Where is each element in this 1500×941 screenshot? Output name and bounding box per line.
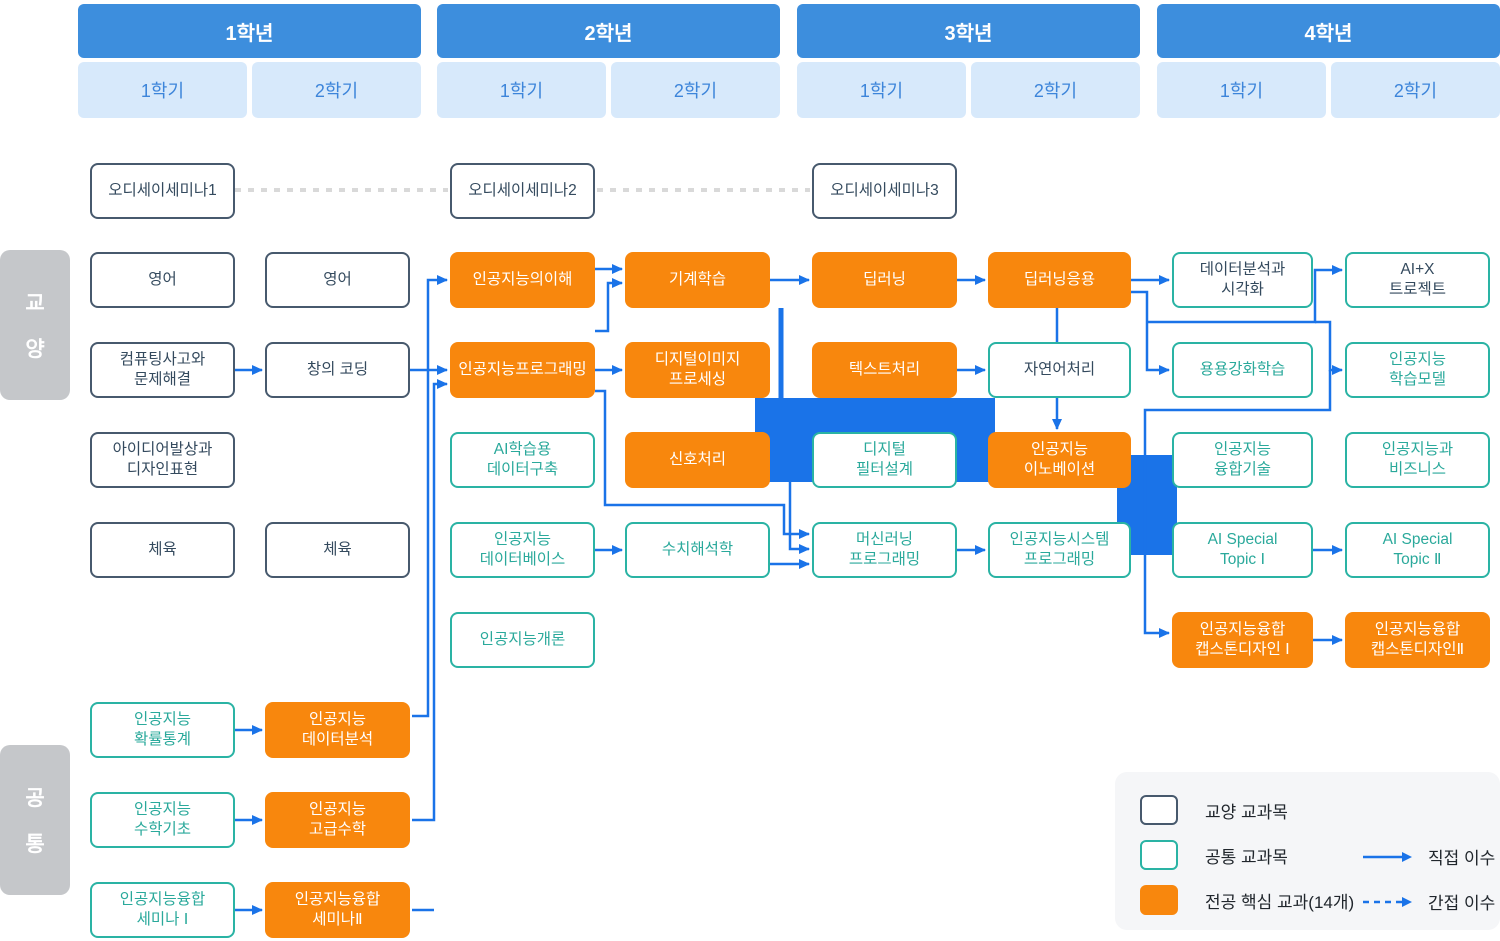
legend-label: 공통 교과목 (1205, 847, 1288, 867)
legend-panel: 교양 교과목 공통 교과목 전공 핵심 교과(14개) 직접 이수 간접 이수 (1115, 772, 1500, 930)
legend-label: 교양 교과목 (1205, 802, 1288, 822)
course-box: 영어 (90, 252, 235, 308)
legend-label: 전공 핵심 교과(14개) (1205, 892, 1355, 912)
prerequisite-lines (235, 188, 1343, 915)
course-box: 체육 (265, 522, 410, 578)
course-box: 딥러닝응용 (988, 252, 1131, 308)
course-box: 인공지능의이해 (450, 252, 595, 308)
course-box: 인공지능 융합기술 (1172, 432, 1313, 488)
course-box: 인공지능융합 캡스톤디자인Ⅱ (1345, 612, 1490, 668)
course-box: 인공지능 데이터분석 (265, 702, 410, 758)
year-header: 4학년 (1157, 4, 1500, 58)
legend-item-common: 공통 교과목 (1140, 840, 1288, 870)
course-box: 디지털이미지 프로세싱 (625, 342, 770, 398)
course-box: 아이디어발상과 디자인표현 (90, 432, 235, 488)
course-box: 수치해석학 (625, 522, 770, 578)
course-box: 용용강화학습 (1172, 342, 1313, 398)
course-box: 인공지능융합 세미나 Ⅰ (90, 882, 235, 938)
semester-header: 1학기 (437, 62, 606, 118)
common-course-swatch (1140, 840, 1178, 870)
course-box: 데이터분석과 시각화 (1172, 252, 1313, 308)
year-header: 1학년 (78, 4, 421, 58)
course-box: 자연어처리 (988, 342, 1131, 398)
core-course-swatch (1140, 885, 1178, 915)
legend-direct-flow: 직접 이수 (1362, 844, 1495, 869)
course-box: 인공지능 이노베이션 (988, 432, 1131, 488)
course-box: 인공지능 고급수학 (265, 792, 410, 848)
course-box: 인공지능개론 (450, 612, 595, 668)
course-box: 인공지능융합 세미나Ⅱ (265, 882, 410, 938)
course-box: 인공지능 학습모델 (1345, 342, 1490, 398)
legend-indirect-flow: 간접 이수 (1362, 889, 1495, 914)
course-box: 디지털 필터설계 (812, 432, 957, 488)
legend-item-liberal: 교양 교과목 (1140, 795, 1288, 825)
course-box: 인공지능 데이터베이스 (450, 522, 595, 578)
year-header: 2학년 (437, 4, 780, 58)
course-box: 인공지능시스템 프로그래밍 (988, 522, 1131, 578)
course-box: 인공지능융합 캡스톤디자인 Ⅰ (1172, 612, 1313, 668)
course-box: 체육 (90, 522, 235, 578)
course-box: 신호처리 (625, 432, 770, 488)
course-box: 기계학습 (625, 252, 770, 308)
legend-item-core: 전공 핵심 교과(14개) (1140, 885, 1354, 915)
course-box: AI+X 트로젝트 (1345, 252, 1490, 308)
course-box: 영어 (265, 252, 410, 308)
course-box: 창의 코딩 (265, 342, 410, 398)
dashed-arrow-icon (1363, 896, 1412, 907)
solid-arrow-icon (1363, 851, 1412, 862)
course-box: 머신러닝 프로그래밍 (812, 522, 957, 578)
liberal-course-swatch (1140, 795, 1178, 825)
course-box: 컴퓨팅사고와 문제해결 (90, 342, 235, 398)
course-box: 오디세이세미나1 (90, 163, 235, 219)
course-box: AI학습용 데이터구축 (450, 432, 595, 488)
course-box: 오디세이세미나2 (450, 163, 595, 219)
course-box: 오디세이세미나3 (812, 163, 957, 219)
course-box: 딥러닝 (812, 252, 957, 308)
course-box: 텍스트처리 (812, 342, 957, 398)
course-box: 인공지능프로그래밍 (450, 342, 595, 398)
semester-header: 2학기 (252, 62, 421, 118)
course-box: 인공지능과 비즈니스 (1345, 432, 1490, 488)
semester-header: 1학기 (78, 62, 247, 118)
legend-label: 간접 이수 (1428, 894, 1496, 913)
semester-header: 2학기 (1331, 62, 1500, 118)
semester-header: 2학기 (611, 62, 780, 118)
course-box: 인공지능 수학기초 (90, 792, 235, 848)
year-header: 3학년 (797, 4, 1140, 58)
semester-header: 1학기 (797, 62, 966, 118)
semester-header: 1학기 (1157, 62, 1326, 118)
legend-label: 직접 이수 (1428, 849, 1496, 868)
semester-header: 2학기 (971, 62, 1140, 118)
course-box: 인공지능 확률통계 (90, 702, 235, 758)
course-box: AI Special Topic Ⅰ (1172, 522, 1313, 578)
course-box: AI Special Topic Ⅱ (1345, 522, 1490, 578)
